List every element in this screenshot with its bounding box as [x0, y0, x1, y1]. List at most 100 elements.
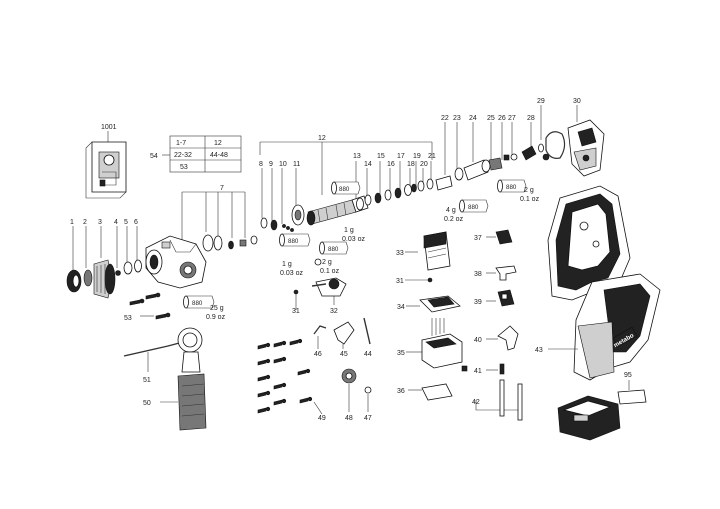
part-47-ball — [364, 386, 372, 412]
part-4-ball — [115, 270, 121, 276]
callout-7: 7 — [220, 185, 224, 192]
part-95-plate — [617, 380, 647, 405]
part-6-ring — [134, 259, 142, 273]
grease-tag-1-code: 880 — [192, 300, 203, 307]
callout-1001: 1001 — [101, 124, 117, 131]
callout-9: 9 — [269, 161, 273, 168]
callout-3: 3 — [98, 219, 102, 226]
callout-36: 36 — [397, 388, 405, 395]
callout-43: 43 — [535, 347, 543, 354]
callout-18: 18 — [407, 161, 415, 168]
grease-tag-4-oz: 0.1 oz — [320, 268, 340, 275]
grease-tag-texts: 880 25 g 0.9 oz 880 1 g 0.03 oz 880 1 g … — [192, 184, 540, 321]
part-31b-screw — [405, 277, 433, 283]
callout-21: 21 — [428, 153, 436, 160]
callout-47: 47 — [364, 415, 372, 422]
part-2-ring — [83, 269, 93, 287]
table-54-r2c2: 44-48 — [210, 152, 228, 159]
grease-tag-2-code: 880 — [288, 238, 299, 245]
callout-6: 6 — [134, 219, 138, 226]
callout-13: 13 — [353, 153, 361, 160]
callout-24: 24 — [469, 115, 477, 122]
grease-tag-6-weight: 2 g — [524, 187, 534, 194]
part-41-spring — [486, 363, 505, 375]
part-42-strips — [475, 379, 523, 421]
grease-tag-5-code: 880 — [468, 204, 479, 211]
part-22-28-piston — [454, 143, 550, 181]
callout-4: 4 — [114, 219, 118, 226]
callout-39: 39 — [474, 299, 482, 306]
callout-40: 40 — [474, 337, 482, 344]
callout-42: 42 — [472, 399, 480, 406]
callout-32: 32 — [330, 308, 338, 315]
part-29-seal — [545, 131, 566, 159]
callout-27: 27 — [508, 115, 516, 122]
part-5-ring — [123, 261, 133, 275]
part-35-module — [406, 318, 468, 372]
battery-pack — [557, 395, 621, 441]
callout-30: 30 — [573, 98, 581, 105]
grease-tag-3 — [331, 181, 361, 195]
part-1-ring — [66, 269, 82, 293]
callout-35: 35 — [397, 350, 405, 357]
part-40-lever — [486, 325, 519, 351]
part-53-screws — [129, 292, 171, 320]
callout-11: 11 — [293, 161, 300, 168]
callout-16: 16 — [387, 161, 395, 168]
grease-tag-1-oz: 0.9 oz — [206, 314, 226, 321]
callout-51: 51 — [143, 377, 151, 384]
leader-lines — [72, 105, 578, 270]
callout-38: 38 — [474, 271, 482, 278]
part-1001-manual — [85, 131, 127, 199]
grease-tag-5 — [459, 199, 489, 213]
part-43-handle-housing — [548, 273, 661, 381]
callout-49: 49 — [318, 415, 326, 422]
part-39-switch — [486, 289, 515, 307]
grease-tag-1 — [183, 295, 215, 309]
callout-31-second: 31 — [292, 308, 300, 315]
grease-tag-2-oz: 0.03 oz — [280, 270, 303, 277]
callout-44: 44 — [364, 351, 372, 358]
callout-31: 31 — [396, 278, 404, 285]
table-54-r3c1: 53 — [180, 164, 188, 171]
motor-housing-shell — [547, 185, 631, 301]
part-3-sleeve — [93, 259, 116, 299]
callout-54: 54 — [150, 153, 158, 160]
part-13-21-rings — [356, 175, 453, 211]
part-38-clip — [486, 265, 517, 281]
callout-15: 15 — [377, 153, 385, 160]
grease-tag-6 — [497, 179, 527, 193]
callout-22: 22 — [441, 115, 449, 122]
callout-20: 20 — [420, 161, 428, 168]
table-54 — [162, 135, 242, 173]
table-54-r2c1: 22-32 — [174, 152, 192, 159]
callout-37: 37 — [474, 235, 482, 242]
callout-5: 5 — [124, 219, 128, 226]
callout-41: 41 — [474, 368, 482, 375]
grease-tag-4-weight: 2 g — [322, 259, 332, 266]
table-54-text: 1-7 12 22-32 44-48 53 — [174, 140, 228, 171]
grease-tag-6-oz: 0.1 oz — [520, 196, 540, 203]
part-46-clip — [313, 325, 327, 349]
callout-25: 25 — [487, 115, 495, 122]
callout-2: 2 — [83, 219, 87, 226]
part-8-11-rings — [260, 204, 305, 232]
callout-46: 46 — [314, 351, 322, 358]
grease-tag-3-oz: 0.03 oz — [342, 236, 365, 243]
part-44-pin — [363, 317, 371, 345]
callout-26: 26 — [498, 115, 506, 122]
callout-12: 12 — [318, 135, 326, 142]
callout-53: 53 — [124, 315, 132, 322]
gear-housing — [145, 235, 207, 289]
part-45-lever — [333, 321, 355, 349]
callout-95: 95 — [624, 372, 632, 379]
table-54-r1c1: 1-7 — [176, 140, 186, 147]
part-36-pad — [408, 383, 453, 401]
callout-28: 28 — [527, 115, 535, 122]
screw-field — [257, 338, 323, 415]
part-7-rings — [202, 234, 258, 252]
grease-tag-2 — [279, 233, 311, 247]
part-37-block — [486, 229, 513, 245]
